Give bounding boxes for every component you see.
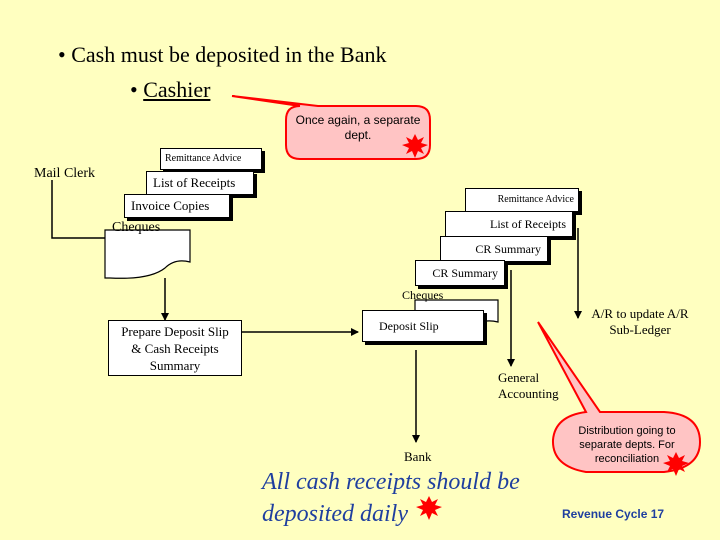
- list-of-receipts-doc: List of Receipts: [146, 171, 254, 195]
- cheques-doc-shape: [104, 229, 191, 279]
- deposit-daily-note: All cash receipts should be deposited da…: [262, 469, 520, 527]
- ar-update-label: A/R to update A/R Sub-Ledger: [591, 306, 689, 337]
- bank-label: Bank: [404, 449, 432, 464]
- prepare-deposit-box: Prepare Deposit Slip & Cash Receipts Sum…: [108, 320, 242, 376]
- cheques-label: Cheques: [112, 220, 161, 235]
- distribution-callout-shape: [537, 321, 702, 473]
- separate-dept-callout: Once again, a separate dept.: [295, 113, 421, 142]
- list-of-receipts-doc-2: List of Receipts: [445, 211, 573, 237]
- main-bullet-text: Cash must be deposited in the Bank: [71, 42, 387, 67]
- slide-footer: Revenue Cycle 17: [562, 507, 665, 521]
- star-icon: [402, 134, 689, 520]
- remittance-advice-doc: Remittance Advice: [160, 148, 262, 170]
- sub-bullet: • Cashier: [130, 77, 211, 102]
- cr-summary-doc: CR Summary: [440, 236, 548, 262]
- remittance-advice-doc-2: Remittance Advice: [465, 188, 579, 212]
- general-accounting-label: General Accounting: [498, 370, 559, 401]
- mail-clerk-flow-line: [51, 180, 119, 242]
- cr-summary-doc-2: CR Summary: [415, 260, 505, 286]
- cheques-label-2: Cheques: [402, 288, 444, 302]
- separate-dept-callout-shape: [231, 95, 431, 160]
- deposit-slip-doc: Deposit Slip: [362, 310, 484, 342]
- mail-clerk-label: Mail Clerk: [34, 166, 96, 181]
- sub-bullet-text: Cashier: [143, 77, 211, 102]
- distribution-callout: Distribution going to separate depts. Fo…: [578, 425, 676, 465]
- invoice-copies-doc: Invoice Copies: [124, 194, 230, 218]
- main-bullet: • Cash must be deposited in the Bank: [58, 42, 387, 67]
